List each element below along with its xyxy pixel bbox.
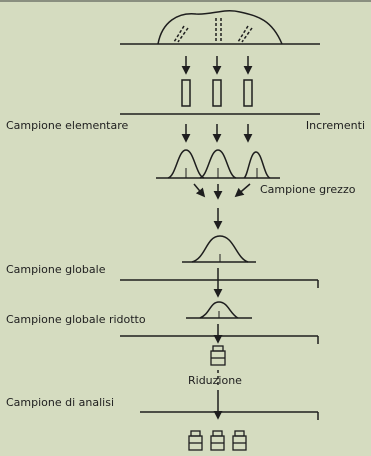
elementary-samples [156, 149, 280, 179]
label-campione-globale-ridotto: Campione globale ridotto [6, 313, 146, 326]
analysis-container-icon-1 [188, 430, 203, 451]
level-line-2 [120, 279, 319, 288]
label-riduzione: Riduzione [188, 374, 242, 387]
sample-container-icon [210, 345, 226, 366]
label-campione-grezzo: Campione grezzo [260, 183, 356, 196]
label-incrementi: Incrementi [306, 119, 365, 132]
global-sample [182, 235, 256, 263]
increment-bars [181, 79, 253, 107]
label-campione-di-analisi: Campione di analisi [6, 396, 114, 409]
level-line-4 [140, 411, 319, 420]
level-line-3 [120, 335, 319, 344]
lot-heap [120, 10, 320, 45]
elementary-arrows [181, 124, 253, 143]
label-campione-globale: Campione globale [6, 263, 106, 276]
label-campione-elementare: Campione elementare [6, 119, 129, 132]
reduced-global-sample [186, 301, 252, 319]
analysis-container-icon-2 [210, 430, 225, 451]
analysis-container-icon-3 [232, 430, 247, 451]
converging-arrows [193, 183, 251, 200]
extraction-arrows [181, 56, 253, 75]
analysis-containers [188, 430, 247, 451]
